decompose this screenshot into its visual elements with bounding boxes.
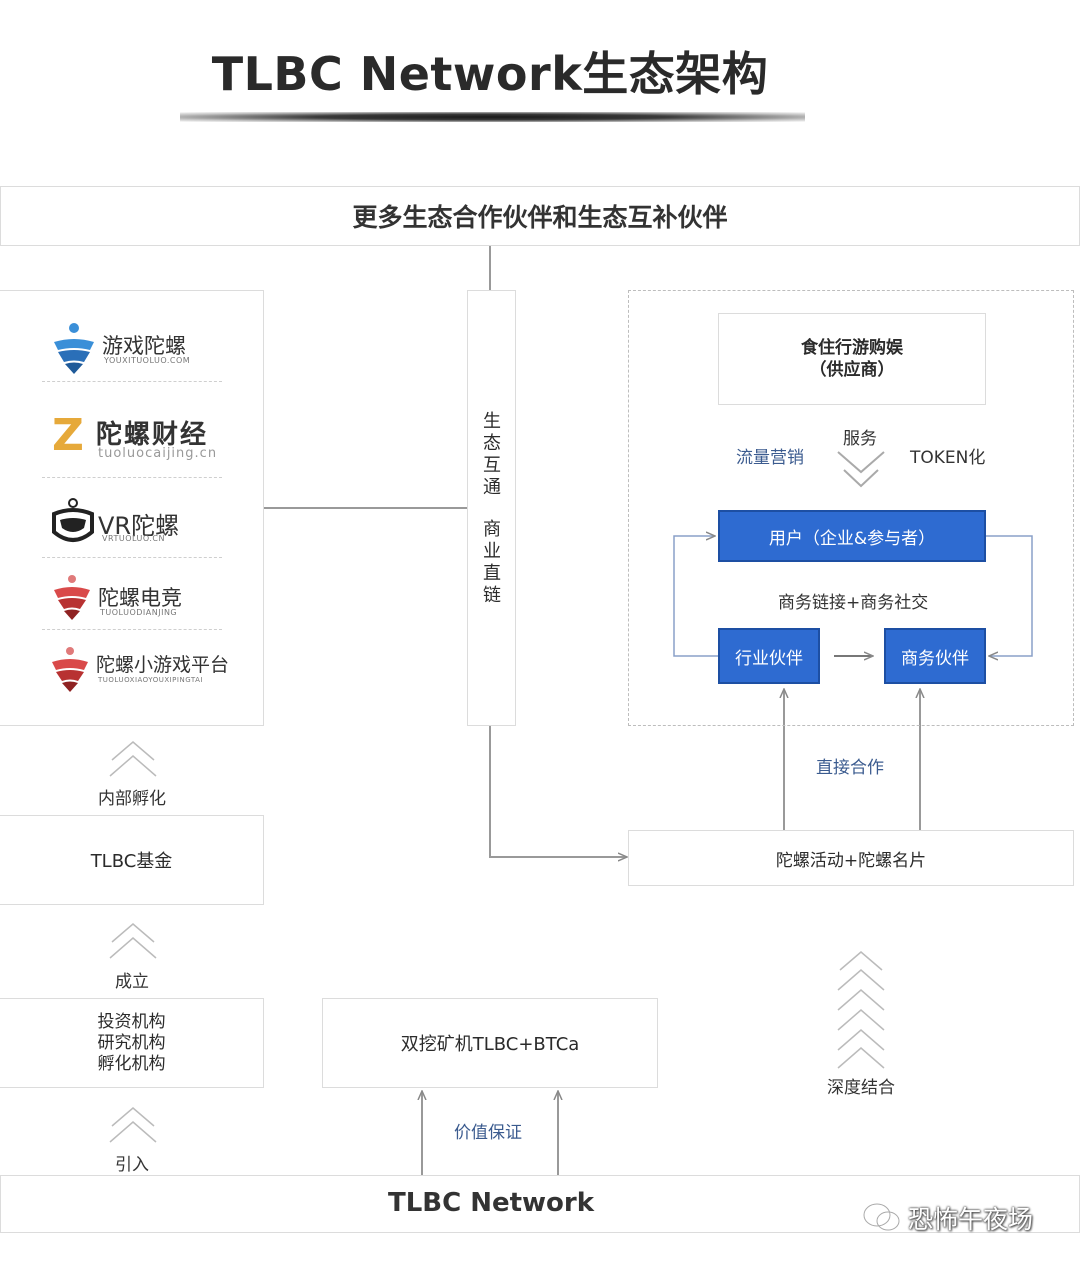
introduce-label: 引入	[115, 1155, 149, 1175]
ecosystem-panel	[628, 290, 1074, 726]
logo-sub: YOUXITUOLUO.COM	[104, 356, 191, 365]
page-title: TLBC Network生态架构	[211, 47, 769, 101]
mining-box: 双挖矿机TLBC+BTCa	[322, 998, 658, 1088]
logo-tuoluocaijing: Z 陀螺财经 tuoluocaijing.cn	[42, 400, 222, 478]
center-column-line2: 商业直链	[483, 519, 501, 606]
institutions-box: 投资机构 研究机构 孵化机构	[0, 998, 264, 1088]
mining-label: 双挖矿机TLBC+BTCa	[400, 1034, 580, 1055]
logo-name: 游戏陀螺	[102, 334, 186, 358]
logo-vrtuoluo: VR陀螺 VRTUOLUO.CN	[42, 488, 222, 558]
title-underline	[180, 112, 805, 122]
z-badge-icon: Z	[52, 410, 84, 461]
business-partner-label: 商务伙伴	[901, 648, 969, 669]
logo-tuoluodianjing: 陀螺电竞 TUOLUODIANJING	[42, 560, 222, 630]
spinning-top-red-icon	[54, 575, 90, 620]
activity-box: 陀螺活动+陀螺名片	[628, 830, 1074, 886]
establish-label: 成立	[115, 972, 149, 992]
logo-youxituoluo: 游戏陀螺 YOUXITUOLUO.COM	[42, 312, 222, 382]
logo-sub: TUOLUODIANJING	[100, 608, 178, 617]
vr-headset-icon	[52, 498, 94, 542]
industry-partner-label: 行业伙伴	[735, 648, 803, 669]
internal-incubation-label: 内部孵化	[98, 789, 166, 809]
traffic-label: 流量营销	[736, 448, 804, 468]
institution-incubate: 孵化机构	[97, 1053, 166, 1074]
bottom-banner-text: TLBC Network	[387, 1188, 595, 1218]
supplier-line1: 食住行游购娱	[801, 338, 903, 358]
direct-coop-label: 直接合作	[816, 758, 884, 778]
fund-label: TLBC基金	[90, 851, 173, 872]
supplier-line2: （供应商）	[809, 360, 895, 380]
logo-sub: TUOLUOXIAOYOUXIPINGTAI	[98, 676, 203, 684]
institution-invest: 投资机构	[97, 1011, 166, 1032]
top-banner-text: 更多生态合作伙伴和生态互补伙伴	[352, 203, 728, 232]
center-column-line1: 生态互通	[483, 411, 501, 498]
logos-panel	[0, 290, 264, 726]
logo-tuoluoxiaoyouxi: 陀螺小游戏平台 TUOLUOXIAOYOUXIPINGTAI	[42, 632, 229, 702]
institution-research: 研究机构	[97, 1032, 166, 1053]
center-column: 生态互通 商业直链	[467, 290, 516, 726]
logo-sub: VRTUOLUO.CN	[102, 534, 165, 543]
user-box-label: 用户（企业&参与者）	[768, 528, 936, 549]
business-partner-box: 商务伙伴	[884, 628, 986, 684]
user-box: 用户（企业&参与者）	[718, 510, 986, 562]
bottom-banner: TLBC Network	[0, 1175, 1080, 1233]
logo-name: 陀螺小游戏平台	[96, 654, 230, 676]
deep-combination-label: 深度结合	[827, 1078, 895, 1098]
token-label: TOKEN化	[910, 448, 986, 468]
biz-link-label: 商务链接+商务社交	[778, 593, 929, 613]
logo-name: 陀螺电竞	[98, 586, 182, 610]
spinning-top-red-icon	[52, 647, 88, 692]
fund-box: TLBC基金	[0, 815, 264, 905]
value-guarantee-label: 价值保证	[454, 1123, 522, 1143]
industry-partner-box: 行业伙伴	[718, 628, 820, 684]
top-banner: 更多生态合作伙伴和生态互补伙伴	[0, 186, 1080, 246]
spinning-top-blue-icon	[54, 323, 94, 374]
supplier-box: 食住行游购娱 （供应商）	[718, 313, 986, 405]
watermark-text: 恐怖午夜场	[908, 1205, 1034, 1234]
wechat-icon	[862, 1202, 901, 1232]
logo-name: 陀螺财经	[96, 420, 209, 450]
logo-name: VR陀螺	[98, 512, 180, 540]
logo-sub: tuoluocaijing.cn	[98, 446, 218, 461]
service-label: 服务	[843, 429, 877, 449]
activity-label: 陀螺活动+陀螺名片	[775, 850, 927, 871]
